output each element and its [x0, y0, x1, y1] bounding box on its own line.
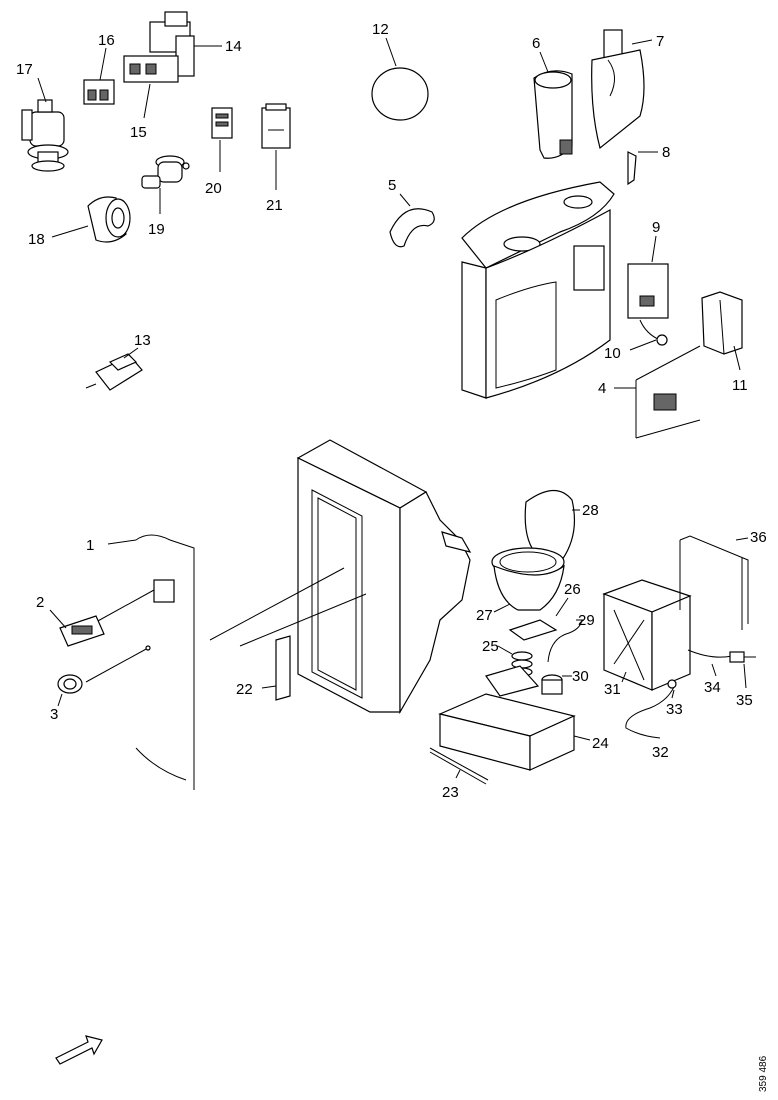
part-10-cable-connector — [629, 319, 668, 351]
part-14-valve-block — [123, 11, 222, 119]
part-6-dispenser-tube — [533, 51, 573, 159]
label-16: 16 — [98, 32, 115, 49]
part-31-electronics-unit — [602, 579, 692, 691]
label-35: 35 — [736, 692, 753, 709]
label-27: 27 — [476, 607, 493, 624]
label-20: 20 — [205, 180, 222, 197]
part-16-connector — [83, 47, 115, 105]
label-32: 32 — [652, 744, 669, 761]
label-1: 1 — [86, 537, 94, 554]
label-23: 23 — [442, 784, 459, 801]
label-2: 2 — [36, 594, 44, 611]
part-19-fitting — [141, 155, 190, 214]
label-11: 11 — [732, 377, 748, 394]
label-34: 34 — [704, 679, 721, 696]
part-17-solenoid-valve — [21, 77, 69, 172]
part-22-door-seal — [261, 635, 291, 701]
label-36: 36 — [750, 529, 767, 546]
label-12: 12 — [372, 21, 389, 38]
part-24-base-plinth — [438, 665, 591, 771]
label-3: 3 — [50, 706, 58, 723]
part-2-plate — [49, 609, 105, 647]
label-6: 6 — [532, 35, 540, 52]
part-18-drum-ring — [51, 196, 131, 243]
label-19: 19 — [148, 221, 165, 238]
part-12-seal-disc — [371, 37, 429, 121]
part-1-wall-panel — [85, 534, 195, 790]
part-32-sensor-cable — [625, 679, 677, 739]
part-5-handle — [389, 193, 435, 248]
label-5: 5 — [388, 177, 396, 194]
label-33: 33 — [666, 701, 683, 718]
direction-arrow-icon — [55, 1035, 103, 1065]
label-24: 24 — [592, 735, 609, 752]
part-9-control-panel — [627, 235, 669, 319]
label-26: 26 — [564, 581, 581, 598]
part-11-waste-bin — [701, 291, 743, 371]
label-14: 14 — [225, 38, 242, 55]
label-4: 4 — [598, 380, 606, 397]
part-26-flange — [508, 597, 569, 641]
part-7-tank — [591, 29, 653, 150]
part-20-switch — [211, 107, 233, 172]
label-21: 21 — [266, 197, 283, 214]
part-8-clip — [627, 151, 658, 186]
part-21-relay — [261, 103, 291, 190]
label-9: 9 — [652, 219, 660, 236]
part-4-basin-cabinet — [461, 181, 701, 439]
label-18: 18 — [28, 231, 45, 248]
label-31: 31 — [604, 681, 621, 698]
part-36-frame-bracket — [679, 535, 749, 630]
label-29: 29 — [578, 612, 595, 629]
part-3-knob — [57, 674, 83, 707]
label-25: 25 — [482, 638, 499, 655]
label-13: 13 — [134, 332, 151, 349]
label-10: 10 — [604, 345, 621, 362]
label-30: 30 — [572, 668, 589, 685]
part-29-flexible-hose — [547, 619, 584, 663]
label-22: 22 — [236, 681, 253, 698]
part-30-pump — [541, 674, 572, 695]
part-13-junction-box — [85, 347, 143, 391]
label-28: 28 — [582, 502, 599, 519]
label-15: 15 — [130, 124, 147, 141]
part-34-plug-cable — [687, 649, 756, 689]
label-8: 8 — [662, 144, 670, 161]
main-cabinet-housing — [209, 439, 472, 715]
label-17: 17 — [16, 61, 33, 78]
part-27-toilet-bowl — [491, 547, 565, 613]
reference-code: 359 486 — [758, 1055, 769, 1092]
label-7: 7 — [656, 33, 664, 50]
part-23-rail — [429, 747, 489, 785]
